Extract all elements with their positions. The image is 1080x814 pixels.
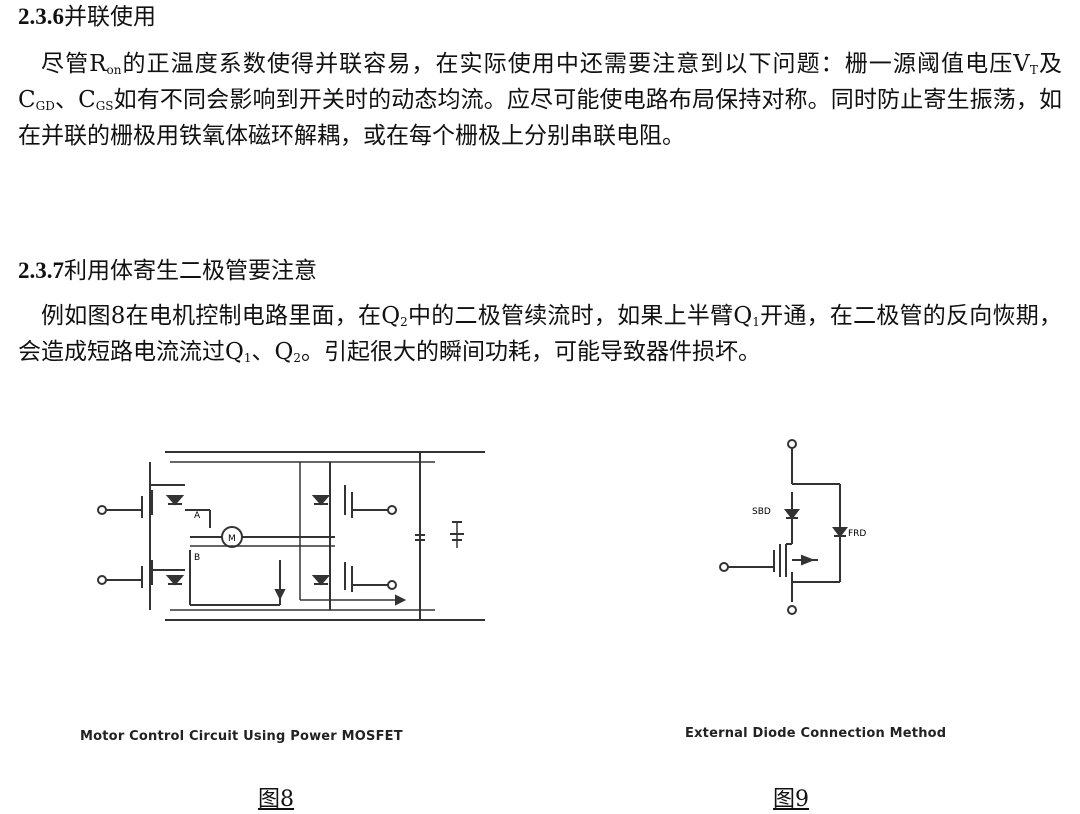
figure8-number: 图8 bbox=[258, 787, 294, 812]
figure8-circuit-diagram: A B M bbox=[97, 451, 485, 621]
figure9-number: 图9 bbox=[773, 787, 809, 812]
gate-terminal bbox=[719, 562, 729, 572]
subscript: GD bbox=[35, 99, 55, 113]
text-run: 。引起很大的瞬间功耗，可能导致器件损坏。 bbox=[301, 339, 761, 365]
text-run: 、C bbox=[54, 87, 96, 113]
text-run: 例如图8在电机控制电路里面，在Q bbox=[41, 303, 401, 329]
subscript: 1 bbox=[752, 315, 760, 329]
node-label-b: B bbox=[194, 553, 200, 563]
section-paragraph-2-3-6: 尽管Ron的正温度系数使得并联容易，在实际使用中还需要注意到以下问题：栅一源阈值… bbox=[18, 46, 1062, 154]
subscript: 2 bbox=[400, 315, 408, 329]
drain-terminal bbox=[787, 439, 797, 449]
gate-terminal bbox=[387, 505, 397, 515]
frd-label: FRD bbox=[848, 529, 866, 539]
text-run: 、Q bbox=[251, 339, 294, 365]
section-paragraph-2-3-7: 例如图8在电机控制电路里面，在Q2中的二极管续流时，如果上半臂Q1开通，在二极管… bbox=[18, 298, 1062, 370]
text-run: 如有不同会影响到开关时的动态均流。应尽可能使电路布局保持对称。同时防止寄生振荡，… bbox=[18, 87, 1062, 149]
sbd-label: SBD bbox=[752, 507, 771, 517]
figure8-caption: Motor Control Circuit Using Power MOSFET bbox=[80, 729, 403, 744]
subscript: T bbox=[1029, 63, 1038, 77]
text-run: 的正温度系数使得并联容易，在实际使用中还需要注意到以下问题：栅一源阈值电压V bbox=[121, 51, 1030, 77]
gate-terminal bbox=[97, 505, 107, 515]
section-number: 2.3.7 bbox=[18, 258, 64, 283]
text-run: 开通，在二极管的反向恢期，会造成短路电流流过Q bbox=[18, 303, 1063, 365]
figure9-caption: External Diode Connection Method bbox=[685, 726, 947, 741]
text-run: 及C bbox=[18, 51, 1062, 113]
subscript: 2 bbox=[293, 351, 301, 365]
subscript: 1 bbox=[243, 351, 252, 365]
subscript: GS bbox=[95, 99, 114, 113]
text-run: 尽管R bbox=[41, 51, 107, 77]
section-heading-2-3-7: 2.3.7利用体寄生二极管要注意 bbox=[18, 256, 317, 286]
source-terminal bbox=[787, 605, 797, 615]
section-heading-2-3-6: 2.3.6并联使用 bbox=[18, 2, 156, 32]
node-label-a: A bbox=[194, 511, 201, 521]
section-title: 利用体寄生二极管要注意 bbox=[64, 258, 317, 284]
gate-terminal bbox=[387, 580, 397, 590]
subscript: on bbox=[106, 63, 122, 77]
gate-terminal bbox=[97, 575, 107, 585]
motor-label: M bbox=[228, 534, 236, 544]
section-number: 2.3.6 bbox=[18, 4, 64, 29]
figure9-circuit-diagram: SBD FRD bbox=[719, 439, 866, 615]
section-title: 并联使用 bbox=[64, 4, 156, 30]
text-run: 中的二极管续流时，如果上半臂Q bbox=[407, 303, 753, 329]
